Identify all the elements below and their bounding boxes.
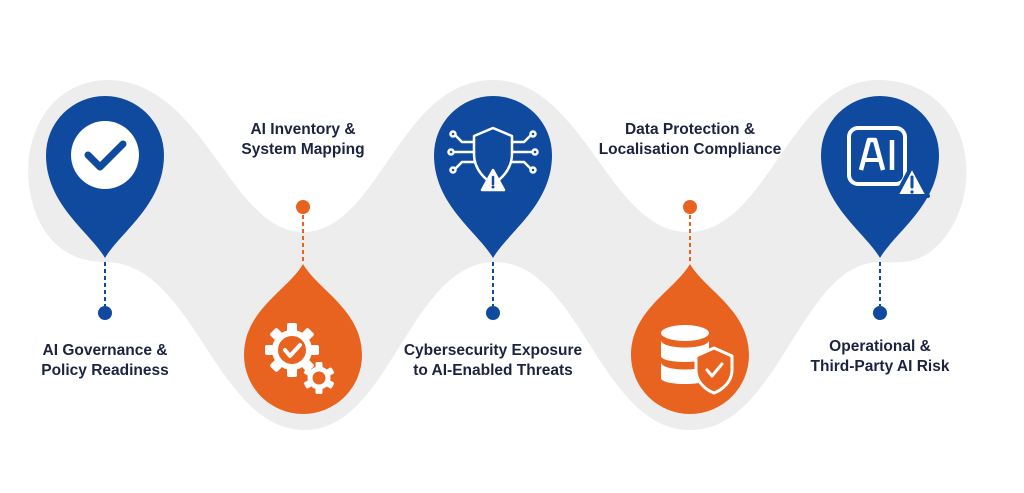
step-4-label-line-1: Data Protection &	[624, 121, 756, 138]
step-1-label-line-2: Policy Readiness	[41, 362, 169, 379]
step-2-marker	[244, 200, 362, 414]
step-5-dot	[873, 306, 887, 320]
step-1-dot	[98, 306, 112, 320]
step-5-label-line-2: Third-Party AI Risk	[810, 358, 950, 375]
step-2-dot	[296, 200, 310, 214]
step-2-label: AI Inventory & System Mapping	[213, 120, 393, 160]
database-shield-icon	[661, 325, 734, 395]
step-3-dot	[486, 306, 500, 320]
step-2-label-line-2: System Mapping	[241, 141, 365, 158]
step-3-marker	[434, 96, 552, 320]
gears-icon	[265, 323, 335, 394]
step-3-label: Cybersecurity Exposure to AI-Enabled Thr…	[383, 341, 603, 381]
step-4-label-line-2: Localisation Compliance	[598, 141, 782, 158]
step-3-label-line-2: to AI-Enabled Threats	[413, 362, 573, 379]
step-5-marker	[821, 96, 939, 320]
ai-chip-warning-icon	[847, 126, 930, 198]
step-5-label-line-1: Operational &	[829, 338, 931, 355]
step-1-label-line-1: AI Governance &	[42, 342, 168, 359]
step-4-label: Data Protection & Localisation Complianc…	[585, 120, 795, 160]
checkmark-icon	[71, 121, 139, 189]
step-5-label: Operational & Third-Party AI Risk	[790, 337, 970, 377]
step-4-marker	[631, 200, 749, 414]
shield-circuit-warning-icon	[447, 126, 539, 192]
step-1-marker	[46, 96, 164, 320]
step-1-label: AI Governance & Policy Readiness	[15, 341, 195, 381]
step-3-label-line-1: Cybersecurity Exposure	[403, 342, 583, 359]
step-4-dot	[683, 200, 697, 214]
step-2-label-line-1: AI Inventory &	[250, 121, 356, 138]
